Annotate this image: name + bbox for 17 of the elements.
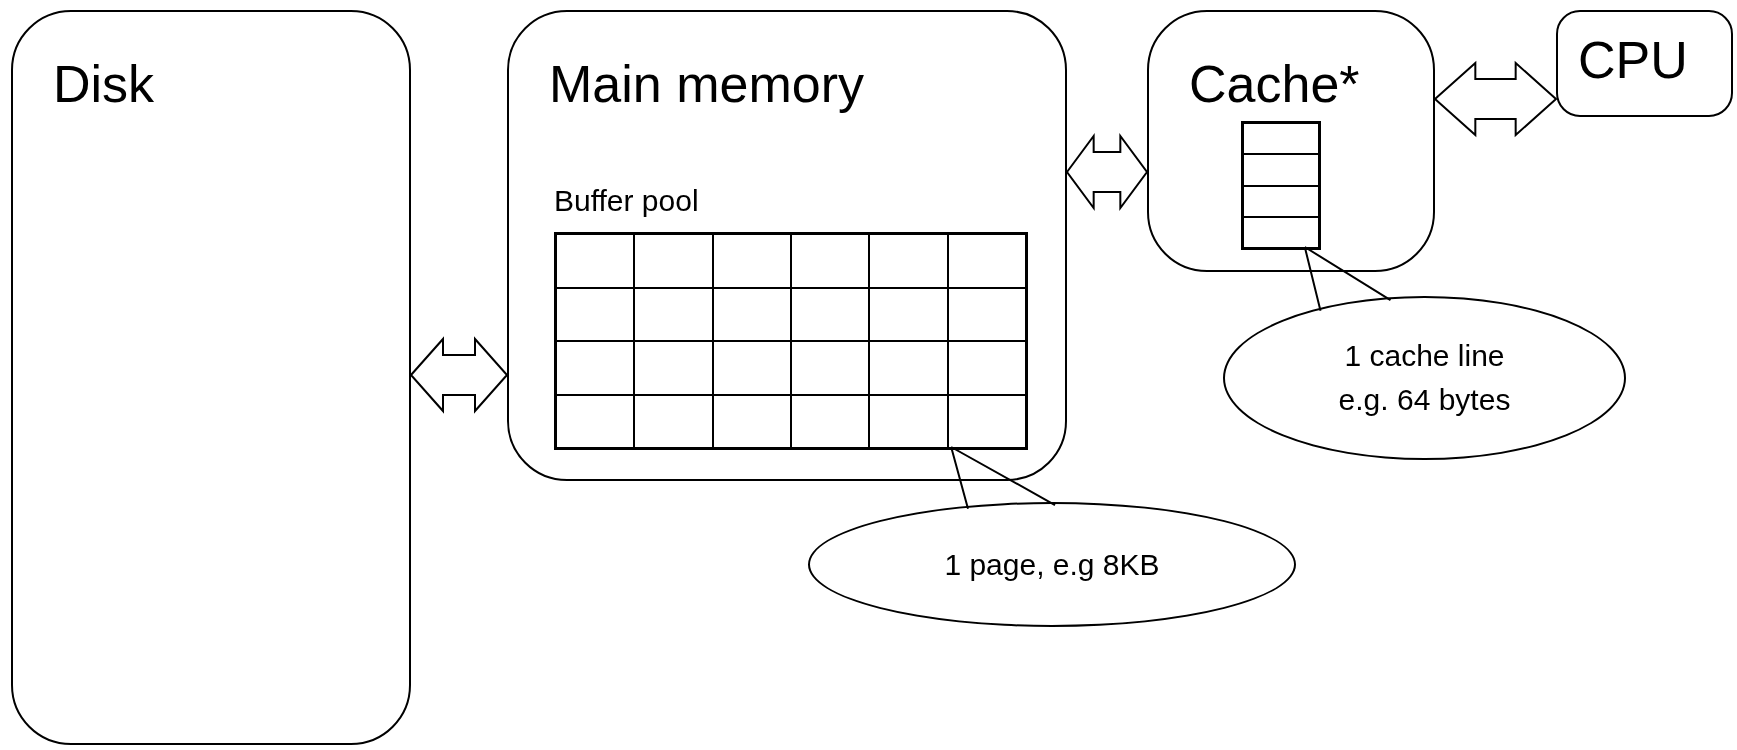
double-arrow: [1433, 60, 1558, 138]
memory-box: [11, 10, 411, 745]
memory-box: [1147, 10, 1435, 272]
box-title: Cache*: [1189, 54, 1360, 114]
memory-box: [1556, 10, 1733, 117]
callout-text: 1 page, e.g 8KB: [944, 546, 1160, 583]
callout-pointer: [1303, 246, 1392, 312]
box-title: Main memory: [549, 54, 864, 114]
grid-heading: Buffer pool: [554, 183, 699, 219]
cache-line-grid: [1241, 121, 1321, 250]
double-arrow: [409, 336, 509, 414]
box-title: CPU: [1578, 30, 1688, 90]
memory-box: [507, 10, 1067, 481]
callout-pointer: [950, 446, 1056, 510]
box-title: Disk: [53, 54, 155, 114]
callout-text: 1 cache line e.g. 64 bytes: [1337, 338, 1512, 418]
double-arrow: [1065, 132, 1149, 212]
